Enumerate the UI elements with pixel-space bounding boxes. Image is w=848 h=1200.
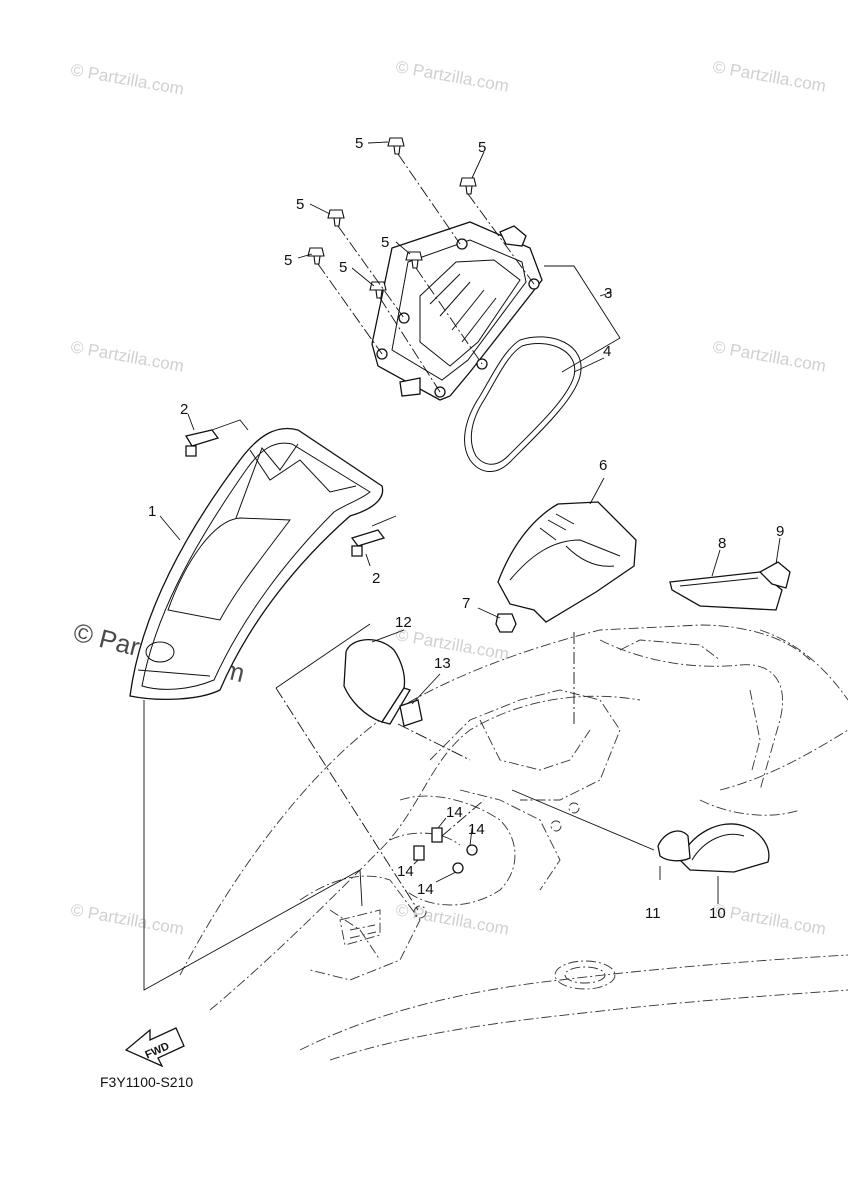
callout-5-e: 5: [284, 252, 292, 269]
callout-5-b: 5: [478, 139, 486, 156]
callout-14-b: 14: [468, 821, 485, 838]
part-6-bracket[interactable]: [497, 501, 637, 623]
part-2-clip-upper[interactable]: [184, 429, 220, 457]
part-9-hook[interactable]: [758, 561, 791, 589]
callout-5-f: 5: [339, 259, 347, 276]
callout-2-lower: 2: [372, 570, 380, 587]
callout-5-a: 5: [355, 135, 363, 152]
diagram-code: F3Y1100-S210: [100, 1074, 193, 1090]
watermark-bottom-right: © Partzilla.com: [711, 900, 827, 939]
part-10-side-cover[interactable]: [679, 823, 770, 873]
callout-10: 10: [709, 905, 726, 922]
callout-3: 3: [604, 285, 612, 302]
callout-12: 12: [395, 614, 412, 631]
callout-6: 6: [599, 457, 607, 474]
callout-labels: 1 2 2 3 4 5 5 5 5 5 5 6 7 8 9 10 11 12 1…: [148, 135, 784, 922]
watermark-lower-center: © Partzilla.com: [394, 625, 510, 664]
watermark-top-left: © Partzilla.com: [69, 60, 185, 99]
bolt-5-f[interactable]: [369, 281, 387, 299]
callout-5-c: 5: [296, 196, 304, 213]
callout-11: 11: [645, 905, 661, 922]
part-3-storage-housing[interactable]: [371, 221, 543, 401]
callout-4: 4: [603, 343, 611, 360]
watermark-mid-right: © Partzilla.com: [711, 337, 827, 376]
part-1-front-cover[interactable]: [129, 427, 384, 701]
watermark-top-right: © Partzilla.com: [711, 57, 827, 96]
callout-9: 9: [776, 523, 784, 540]
callout-2-upper: 2: [180, 401, 188, 418]
callout-1: 1: [148, 503, 156, 520]
watermark-mid-left: © Partzilla.com: [69, 337, 185, 376]
part-2-clip-lower[interactable]: [350, 529, 386, 557]
part-11-gasket[interactable]: [657, 830, 691, 862]
part-8-plate[interactable]: [669, 571, 783, 611]
bolt-5-e[interactable]: [307, 247, 325, 265]
callout-8: 8: [718, 535, 726, 552]
watermark-bottom-center: © Partzilla.com: [394, 900, 510, 939]
callout-14-a: 14: [446, 804, 463, 821]
watermark-bottom-left: © Partzilla.com: [69, 900, 185, 939]
part-14-fasteners[interactable]: [413, 827, 478, 874]
assembly-lines: [143, 153, 655, 991]
part-13-gasket[interactable]: [399, 699, 423, 727]
part-4-seal-ring[interactable]: [464, 336, 582, 472]
part-7-nut[interactable]: [495, 613, 517, 633]
callout-14-d: 14: [417, 881, 434, 898]
fwd-arrow-icon: FWD: [124, 1027, 185, 1068]
leader-lines: [159, 141, 781, 904]
bolt-5-b[interactable]: [459, 177, 477, 195]
hull-outline: [179, 624, 848, 1061]
callout-5-d: 5: [381, 234, 389, 251]
watermark-top-center: © Partzilla.com: [394, 57, 510, 96]
callout-14-c: 14: [397, 863, 414, 880]
callout-7: 7: [462, 595, 470, 612]
bolt-5-c[interactable]: [327, 209, 345, 227]
bolt-5-a[interactable]: [387, 137, 405, 155]
part-12-side-cover[interactable]: [343, 638, 411, 725]
callout-13: 13: [434, 655, 451, 672]
